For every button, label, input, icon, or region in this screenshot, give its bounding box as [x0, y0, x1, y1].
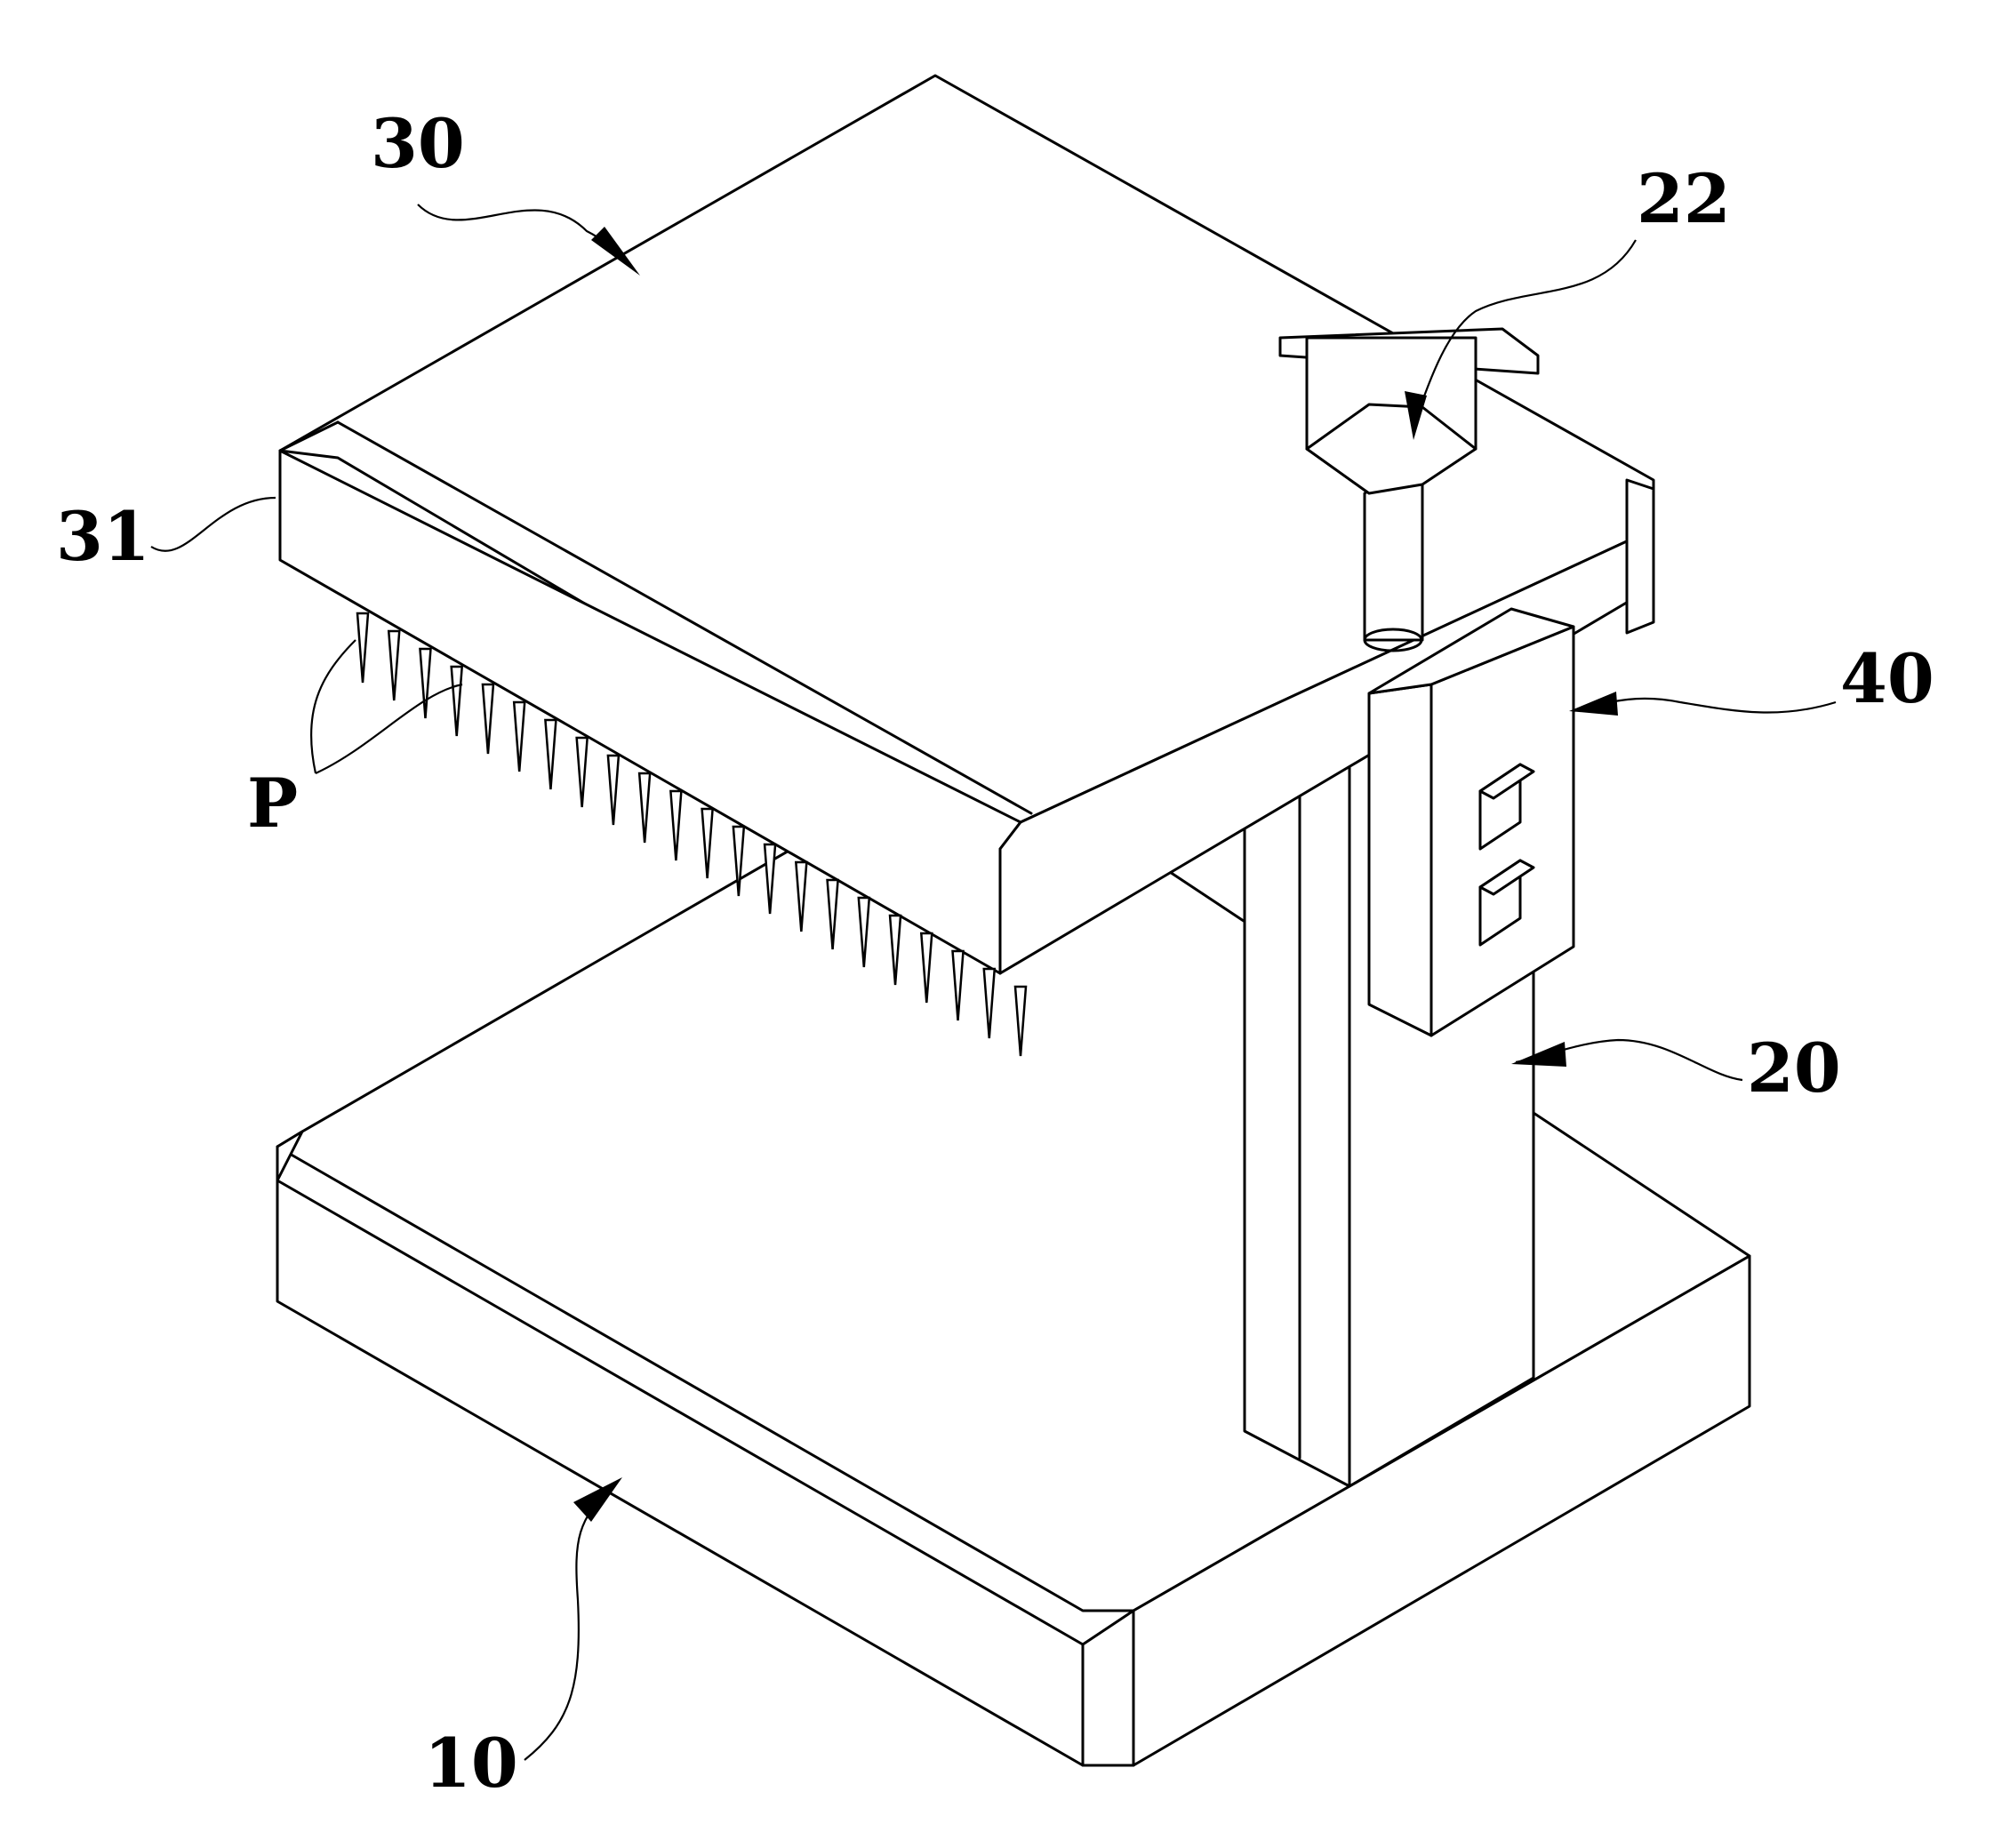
- label-40: 40: [1840, 639, 1934, 718]
- motor: [1278, 327, 1540, 652]
- pin: [669, 789, 683, 861]
- pin: [512, 700, 526, 772]
- pin: [1013, 985, 1028, 1057]
- pin: [419, 647, 432, 719]
- pin: [701, 807, 714, 879]
- pin: [919, 932, 933, 1004]
- pin: [450, 665, 464, 737]
- pin: [763, 843, 777, 915]
- pin: [888, 914, 902, 986]
- label-P: P: [247, 764, 298, 843]
- leaders: [150, 204, 1837, 1761]
- pin: [857, 896, 871, 968]
- pin: [794, 860, 808, 932]
- pin: [826, 878, 839, 950]
- label-31: 31: [56, 497, 150, 576]
- pin: [951, 949, 965, 1021]
- pins: [356, 612, 1028, 1057]
- label-22: 22: [1637, 159, 1731, 238]
- pin: [356, 612, 370, 684]
- label-30: 30: [371, 104, 465, 183]
- label-10: 10: [424, 1724, 518, 1803]
- label-20: 20: [1747, 1028, 1841, 1108]
- pin: [544, 718, 557, 790]
- pin: [575, 736, 589, 808]
- pin: [637, 772, 652, 844]
- pin: [387, 629, 401, 701]
- pin: [606, 754, 621, 826]
- pin: [481, 683, 495, 755]
- pin: [732, 825, 746, 897]
- control-box: [1367, 607, 1575, 1037]
- pin: [982, 967, 997, 1039]
